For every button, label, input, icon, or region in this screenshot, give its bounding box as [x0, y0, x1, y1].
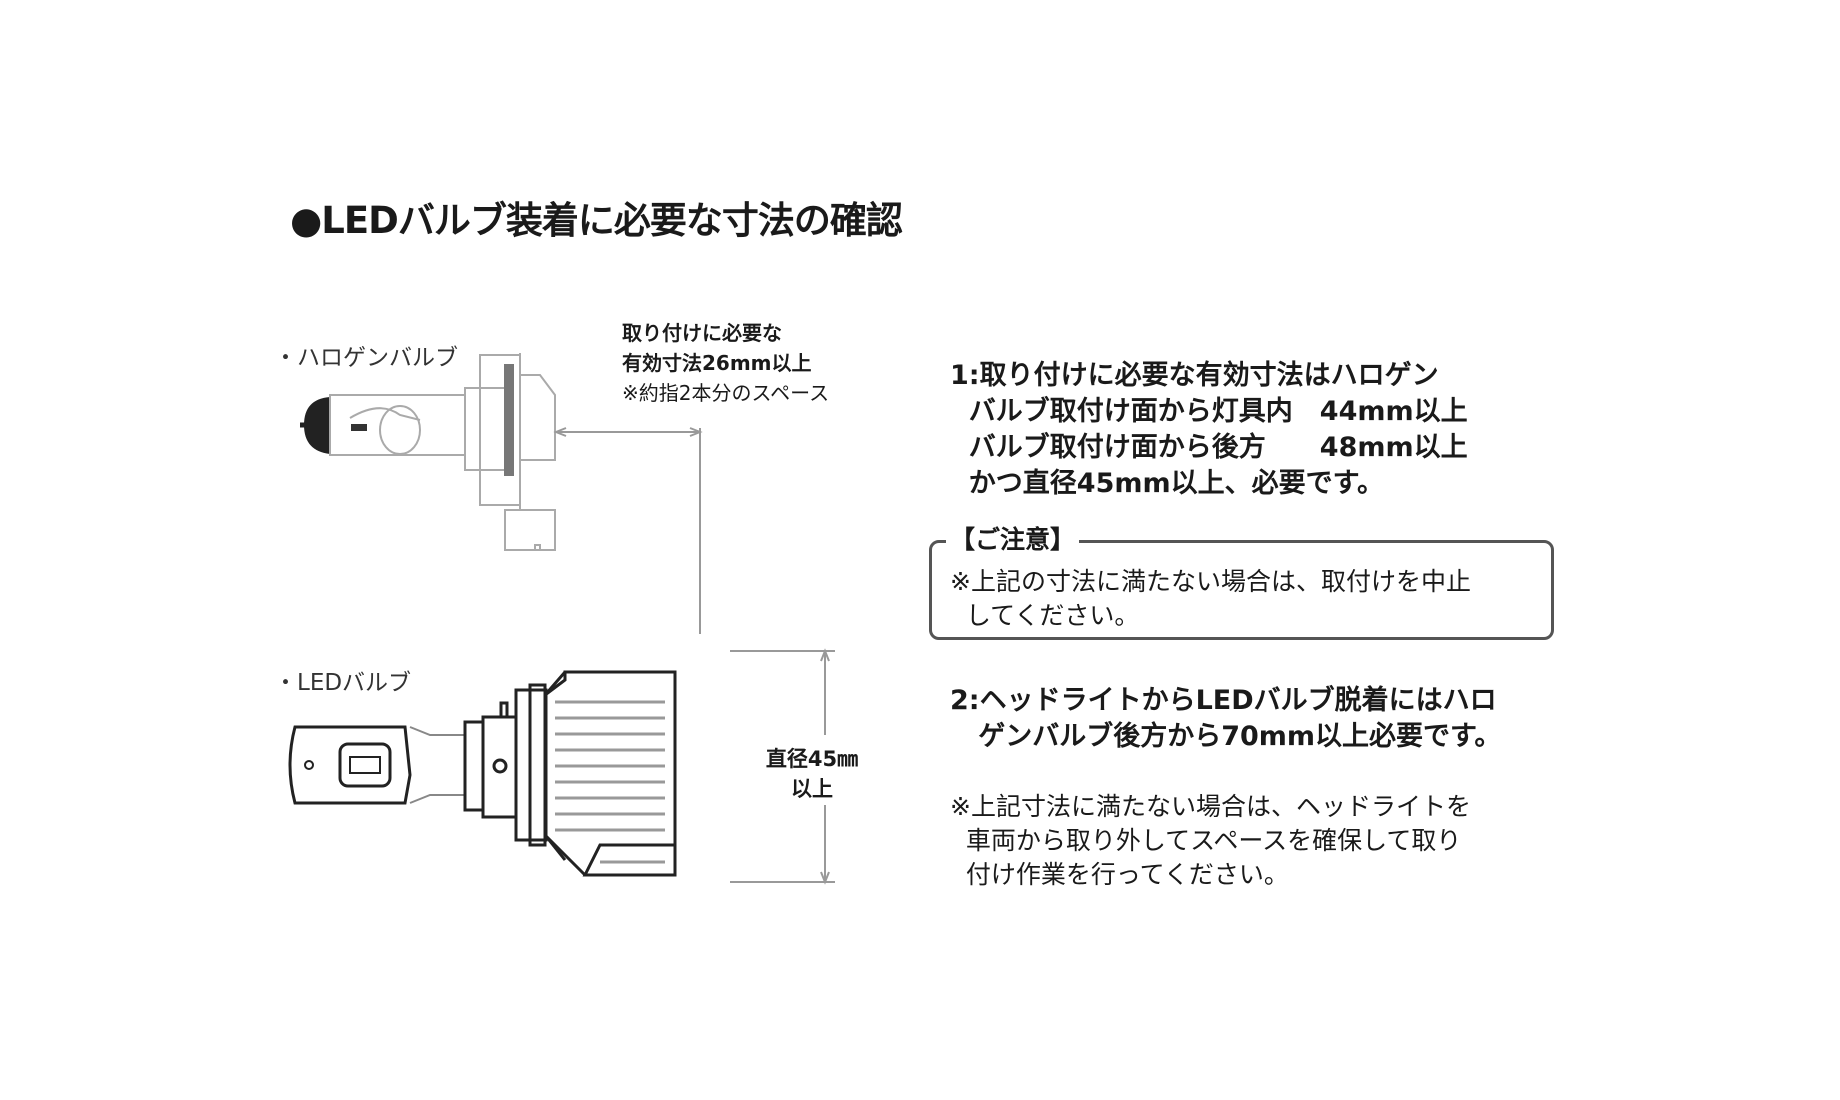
dimension-note-line: 有効寸法26mm以上: [622, 351, 812, 375]
note-line: 付け作業を行ってください。: [950, 860, 1289, 889]
caution-line: ※上記の寸法に満たない場合は、取付けを中止: [950, 567, 1471, 596]
led-bulb-drawing: [288, 670, 677, 877]
caution-line: してください。: [950, 601, 1140, 630]
led-bulb-label: ・LEDバルブ: [274, 670, 412, 696]
requirement-line: バルブ取付け面から灯具内 44mm以上: [950, 396, 1468, 427]
caution-box: 【ご注意】 ※上記の寸法に満たない場合は、取付けを中止 してください。: [929, 524, 1554, 640]
dimension-45mm: [730, 648, 835, 885]
requirement-line: 2:ヘッドライトからLEDバルブ脱着にはハロ: [950, 685, 1497, 716]
caution-label: 【ご注意】: [946, 524, 1080, 556]
note-line: 車両から取り外してスペースを確保して取り: [950, 826, 1462, 855]
removal-note: ※上記寸法に満たない場合は、ヘッドライトを 車両から取り外してスペースを確保して…: [950, 790, 1471, 892]
requirement-line: かつ直径45mm以上、必要です。: [950, 468, 1384, 499]
halogen-bulb-drawing: [300, 353, 556, 551]
note-line: ※上記寸法に満たない場合は、ヘッドライトを: [950, 792, 1471, 821]
page-title: ●LEDバルブ装着に必要な寸法の確認: [290, 199, 903, 242]
heatsink-fins: [555, 700, 665, 864]
dimension-note-line: 取り付けに必要な: [622, 321, 782, 345]
dimension-note-line: ※約指2本分のスペース: [622, 381, 830, 405]
diameter-note-line: 以上: [791, 777, 833, 801]
requirement-line: 1:取り付けに必要な有効寸法はハロゲン: [950, 360, 1439, 391]
dimension-note: 取り付けに必要な 有効寸法26mm以上 ※約指2本分のスペース: [622, 318, 829, 408]
requirement-line: ゲンバルブ後方から70mm以上必要です。: [950, 721, 1502, 752]
requirement-2: 2:ヘッドライトからLEDバルブ脱着にはハロ ゲンバルブ後方から70mm以上必要…: [950, 683, 1501, 755]
caution-text: ※上記の寸法に満たない場合は、取付けを中止 してください。: [950, 565, 1471, 633]
requirement-1: 1:取り付けに必要な有効寸法はハロゲン バルブ取付け面から灯具内 44mm以上 …: [950, 358, 1468, 502]
diameter-note: 直径45㎜ 以上: [752, 744, 872, 804]
halogen-bulb-label: ・ハロゲンバルブ: [274, 345, 458, 371]
diameter-note-line: 直径45㎜: [765, 747, 859, 771]
dimension-26mm: [553, 427, 703, 634]
requirement-line: バルブ取付け面から後方 48mm以上: [950, 432, 1468, 463]
